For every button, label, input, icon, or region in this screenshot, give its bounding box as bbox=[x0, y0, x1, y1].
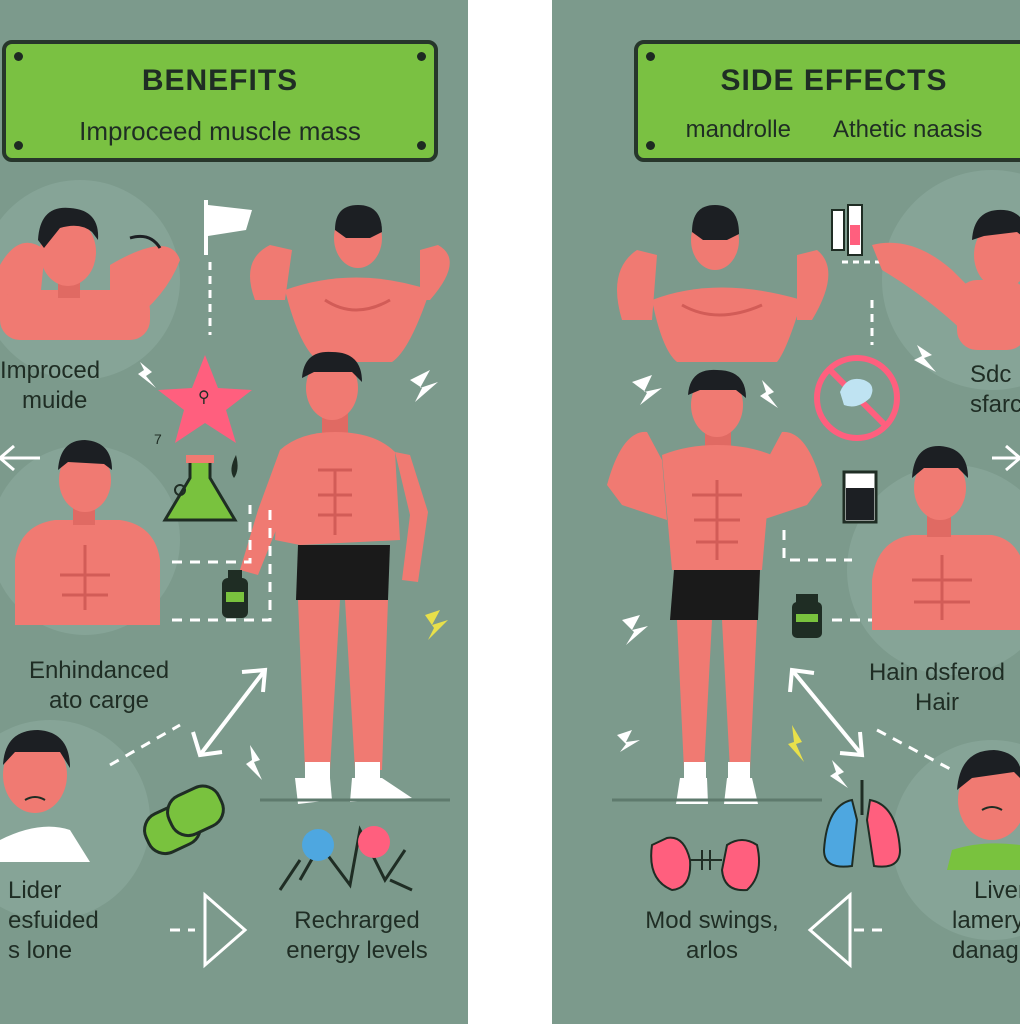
back-pose-man-figure bbox=[617, 205, 829, 362]
label-liver: Liver lamery danag bbox=[952, 876, 1020, 966]
supplement-bottle-icon bbox=[792, 594, 822, 638]
benefits-banner: BENEFITS Improceed muscle mass bbox=[2, 40, 438, 162]
side-effects-panel: SIDE EFFECTS mandrolle Athetic naasis bbox=[552, 0, 1020, 1024]
label-lider: Lider esfuided s lone bbox=[8, 876, 99, 966]
label-line: Enhindanced bbox=[28, 657, 170, 684]
triangle-arrow-icon bbox=[807, 891, 852, 969]
subtitle-left: mandrolle bbox=[685, 116, 791, 143]
lightning-icon bbox=[138, 362, 448, 780]
label-enhanced: Enhindanced ato carge bbox=[24, 656, 174, 716]
benefits-panel: BENEFITS Improceed muscle mass bbox=[0, 0, 468, 1024]
label-improved-muscle: Improced muide bbox=[0, 356, 100, 416]
banner-bolt bbox=[417, 52, 426, 61]
label-line: Improced bbox=[0, 357, 101, 384]
dashed-connector bbox=[782, 530, 953, 932]
sick-man-figure bbox=[947, 750, 1020, 870]
label-line: ato carge bbox=[48, 687, 150, 714]
flexing-arm-figure bbox=[872, 209, 1020, 350]
sad-man-figure bbox=[0, 730, 90, 862]
lightning-icon bbox=[617, 345, 936, 788]
benefits-title: BENEFITS bbox=[141, 64, 299, 97]
molecule-icon bbox=[278, 825, 413, 892]
svg-text:⚲: ⚲ bbox=[198, 389, 210, 406]
label-line: s lone bbox=[8, 937, 73, 964]
flag-icon bbox=[204, 200, 252, 335]
label-line: Sdc bbox=[970, 361, 1012, 388]
side-effects-subtitle: mandrolle Athetic naasis bbox=[638, 116, 1020, 144]
label-line: Lider bbox=[8, 877, 62, 904]
label-line: energy levels bbox=[286, 937, 428, 964]
standing-man-figure bbox=[240, 351, 450, 804]
flexing-man-figure bbox=[0, 207, 180, 340]
dashed-connector bbox=[109, 505, 272, 932]
label-energy: Rechrarged energy levels bbox=[272, 906, 442, 966]
pill-icon bbox=[143, 784, 225, 856]
label-line: danag bbox=[952, 937, 1019, 964]
side-effects-banner: SIDE EFFECTS mandrolle Athetic naasis bbox=[634, 40, 1020, 162]
banner-bolt bbox=[646, 141, 655, 150]
kidneys-icon bbox=[650, 836, 760, 892]
label-line: arlos bbox=[685, 937, 739, 964]
syringe-icon bbox=[831, 204, 882, 264]
panel-divider bbox=[520, 0, 550, 1024]
benefits-subtitle: Improceed muscle mass bbox=[79, 116, 361, 146]
label-line: Rechrarged bbox=[294, 907, 420, 934]
label-line: Hain dsferod bbox=[868, 659, 1006, 686]
label-line: Hair bbox=[914, 689, 959, 716]
label-hair: Hain dsferod Hair bbox=[857, 658, 1017, 718]
lungs-icon bbox=[822, 780, 902, 868]
subtitle-right: Athetic naasis bbox=[832, 116, 983, 143]
double-arrow-icon bbox=[191, 667, 268, 758]
banner-bolt bbox=[646, 52, 655, 61]
banner-bolt bbox=[417, 141, 426, 150]
supplement-bottle-icon bbox=[222, 570, 248, 618]
label-line: esfuided bbox=[8, 907, 99, 934]
label-line: lamery bbox=[952, 907, 1020, 934]
flask-number: 7 bbox=[154, 431, 162, 447]
label-line: Mod swings, bbox=[645, 907, 779, 934]
flexing-man-figure bbox=[607, 369, 822, 804]
double-arrow-icon bbox=[788, 667, 865, 758]
banner-bolt bbox=[14, 52, 23, 61]
arrow-icon bbox=[992, 444, 1020, 472]
flask-icon bbox=[162, 455, 238, 522]
label-line: muide bbox=[22, 387, 88, 414]
benefits-illustration: ⚲ 7 bbox=[0, 180, 450, 969]
torso-man-figure bbox=[872, 445, 1020, 630]
arrow-icon bbox=[0, 444, 40, 472]
side-effects-title: SIDE EFFECTS bbox=[720, 64, 948, 97]
torso-man-figure bbox=[15, 440, 160, 625]
label-line: sfarc bbox=[970, 391, 1020, 418]
star-icon: ⚲ bbox=[158, 355, 252, 443]
label-sd: Sdc sfarc bbox=[970, 360, 1020, 420]
back-pose-man-figure bbox=[250, 205, 450, 362]
glass-icon bbox=[842, 470, 878, 524]
label-mood: Mod swings, arlos bbox=[632, 906, 792, 966]
banner-bolt bbox=[14, 141, 23, 150]
label-line: Liver bbox=[974, 877, 1020, 904]
side-effects-illustration bbox=[607, 170, 1020, 969]
prohibited-icon bbox=[814, 355, 900, 441]
triangle-arrow-icon bbox=[203, 891, 248, 969]
